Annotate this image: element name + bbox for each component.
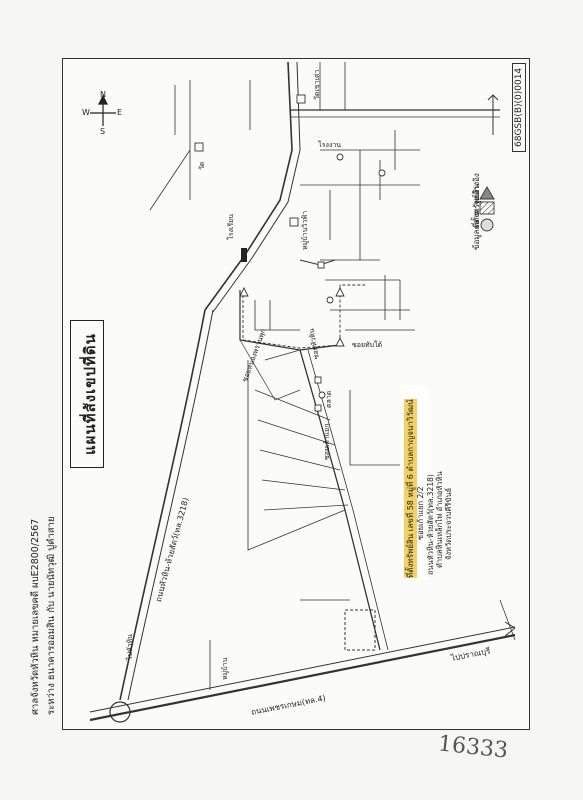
- label-temple-2: วัดเขาเต่า: [313, 69, 321, 100]
- label-temple: วัด: [198, 161, 206, 170]
- highway-main: [89, 633, 516, 722]
- property-info-line5: จังหวัดประจวบคีรีขันธ์: [444, 487, 453, 560]
- compass-n: N: [100, 90, 106, 99]
- case-header-line2: ระหว่าง ธนาคารออมสิน กับ นายนัทวุฒิ ปูคำ…: [46, 516, 57, 715]
- compass-s: S: [100, 127, 106, 136]
- label-market: ตลาด: [325, 390, 333, 408]
- map-title: แผนที่สังเขปที่ดิน: [81, 333, 99, 455]
- label-factory: โรงงาน: [318, 141, 342, 149]
- legend-landmark-label: จุดอ้างอิง: [472, 173, 481, 205]
- compass-w: W: [82, 108, 90, 117]
- road-soi: [299, 349, 381, 651]
- label-soi-3: ซอยทับใต้: [352, 341, 383, 349]
- label-soi-1: ซอยเก้าแยก: [323, 423, 331, 460]
- road-left: [119, 309, 206, 701]
- road-3218: [204, 61, 293, 311]
- compass-e: E: [117, 108, 123, 117]
- label-village: หมู่บ้าน: [221, 657, 229, 680]
- case-header-line1: ศาลจังหวัดหัวหิน หมายเลขคดี ผบE2800/2567: [30, 518, 41, 715]
- landmark-marker: [239, 286, 249, 297]
- map-frame: [62, 58, 530, 730]
- legend-other-label: ข้อมูลตลาด: [472, 209, 481, 250]
- document-code: 68GSB(B)(0)0014: [512, 62, 526, 152]
- compass-icon: [90, 94, 116, 126]
- property-site-outline: [344, 609, 376, 651]
- legend-symbols: [479, 186, 495, 232]
- map-title-box: [70, 320, 104, 468]
- label-school: โรงเรียน: [227, 214, 235, 240]
- label-to-huahin: ไปหัวหิน: [126, 634, 134, 660]
- label-village-2: หมู่บ้านวิวฟ้า: [301, 210, 309, 250]
